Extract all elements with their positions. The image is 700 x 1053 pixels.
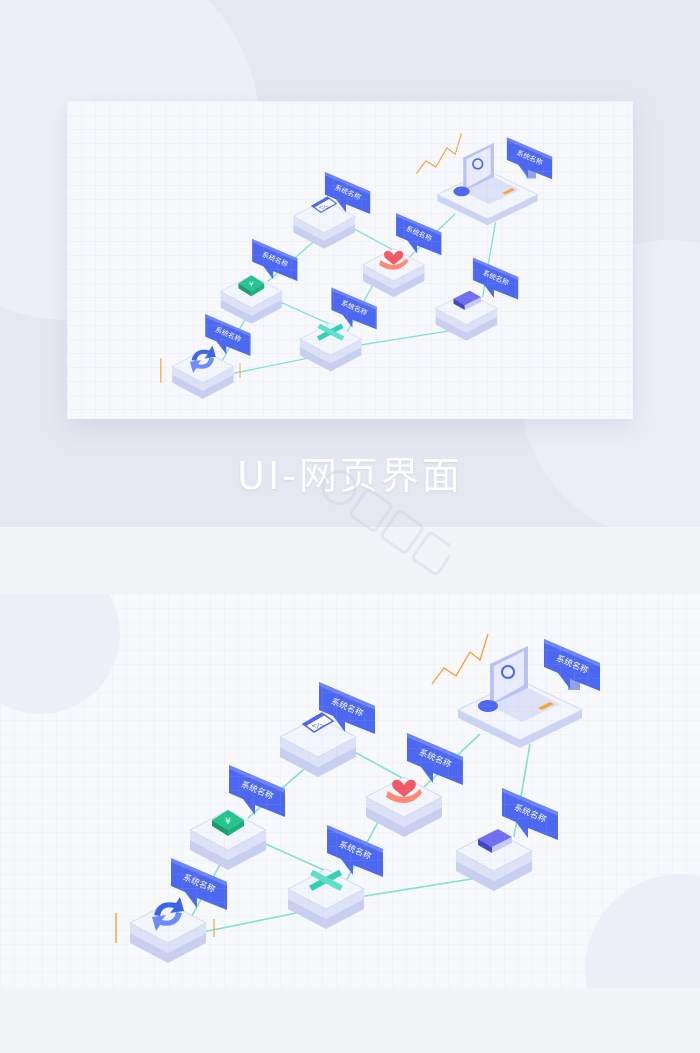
watermark-logo: [321, 470, 450, 576]
diagram-node: 系统名称: [364, 733, 463, 837]
diagram-node: ¥系统名称: [188, 765, 285, 870]
diagram-node: 系统名称: [431, 633, 600, 748]
node-label-bubble: 系统名称: [506, 137, 553, 180]
diagram-node: 系统名称: [160, 314, 251, 399]
node-label-bubble: 系统名称: [407, 733, 463, 785]
diagram-node: 系统名称: [299, 287, 377, 372]
connector-line: [197, 910, 307, 934]
preview-panel-large: 系统名称¥系统名称</>系统名称系统名称系统名称系统名称系统名称: [0, 594, 700, 988]
diagram-node: 系统名称: [434, 257, 519, 341]
plus-cross-icon: [316, 323, 345, 341]
diagram-node: </>系统名称: [278, 682, 375, 777]
sync-arrows-icon: [189, 345, 216, 373]
plus-cross-icon: [309, 869, 343, 891]
book-icon: [453, 290, 481, 311]
connector-line: [345, 876, 485, 900]
svg-text:</>: </>: [311, 722, 325, 730]
heart-hand-icon: [386, 779, 422, 803]
node-label-bubble: 系统名称: [252, 239, 298, 281]
connector-line: [346, 328, 459, 348]
diagram-node: 系统名称: [115, 858, 227, 963]
diagram-node: </>系统名称: [292, 172, 371, 249]
diagram-node: 系统名称: [415, 133, 553, 226]
diagram-node: 系统名称: [362, 213, 442, 298]
svg-text:</>: </>: [318, 205, 330, 211]
diagram-small: 系统名称¥系统名称</>系统名称系统名称系统名称系统名称系统名称: [160, 133, 553, 399]
node-label-bubble: 系统名称: [205, 314, 251, 357]
node-label-bubble: 系统名称: [331, 287, 377, 330]
node-label-bubble: 系统名称: [396, 213, 442, 256]
svg-text:¥: ¥: [225, 817, 231, 827]
headline: UI-网页界面: [237, 454, 463, 498]
node-label-bubble: 系统名称: [171, 858, 227, 910]
diagram-node: ¥系统名称: [219, 239, 298, 324]
book-icon: [478, 829, 512, 853]
node-label-bubble: 系统名称: [472, 257, 519, 300]
node-label-bubble: 系统名称: [327, 825, 383, 877]
laptop-dashboard-icon: [415, 133, 539, 226]
laptop-dashboard-icon: [431, 633, 584, 748]
node-label-bubble: 系统名称: [324, 172, 371, 214]
diagram-node: 系统名称: [454, 788, 558, 891]
node-label-bubble: 系统名称: [502, 788, 558, 840]
preview-panel-small: 系统名称¥系统名称</>系统名称系统名称系统名称系统名称系统名称: [67, 101, 633, 419]
yen-icon: ¥: [212, 810, 244, 836]
code-window-icon: </>: [310, 196, 338, 214]
heart-hand-icon: [379, 250, 409, 270]
sync-arrows-icon: [152, 897, 184, 931]
svg-text:¥: ¥: [249, 280, 254, 289]
diagram-large: 系统名称¥系统名称</>系统名称系统名称系统名称系统名称系统名称: [115, 633, 600, 963]
connector-line: [226, 356, 315, 376]
diagram-node: 系统名称: [286, 825, 383, 929]
node-label-bubble: 系统名称: [544, 639, 600, 691]
node-label-bubble: 系统名称: [229, 765, 285, 817]
node-label-bubble: 系统名称: [319, 682, 375, 734]
code-window-icon: </>: [301, 712, 335, 733]
